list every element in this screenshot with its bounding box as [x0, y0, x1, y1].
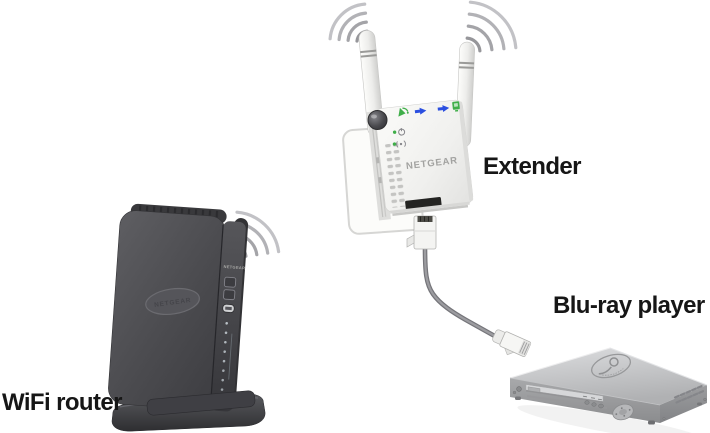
bluray-screw [512, 390, 517, 395]
ethernet-cable [422, 244, 503, 342]
label-wifi-router: WiFi router [2, 389, 122, 416]
bluray-dpad [612, 403, 634, 421]
bluray-logo [590, 353, 632, 379]
arrow-led-icon [437, 105, 450, 113]
router-stand-pedestal [146, 390, 256, 416]
client-link-led-icon [452, 101, 460, 112]
router-body: NETGEAR NETGEAR [108, 203, 249, 412]
ethernet-plug-extender [406, 215, 437, 250]
bluray-power-button [516, 386, 522, 392]
router-logo-oval: NETGEAR [145, 287, 200, 315]
ethernet-plug-bluray [492, 329, 532, 357]
extender-device: NETGEAR [328, 0, 518, 235]
router-button [223, 289, 236, 301]
extender-body: NETGEAR [366, 99, 474, 221]
antenna-joint [367, 110, 388, 130]
label-bluray-player: Blu-ray player [553, 292, 705, 319]
bluray-front-buttons [582, 395, 604, 409]
router-link-led-icon [398, 107, 409, 117]
bluray-foot [648, 420, 655, 425]
router-brand-text: NETGEAR [223, 264, 245, 270]
power-led [392, 127, 406, 136]
bluray-foot [515, 396, 521, 400]
router-led-strip [220, 321, 233, 391]
label-extender: Extender [483, 153, 582, 180]
bluray-foot [697, 402, 702, 406]
bluray-screw [662, 417, 666, 420]
bluray-vents [673, 385, 705, 404]
router-button [223, 276, 237, 288]
router-device: NETGEAR NETGEAR [108, 203, 281, 432]
extender-vents [384, 142, 408, 208]
bluray-screw [703, 397, 707, 402]
extender-led-panel [392, 101, 460, 148]
router-edge-strip [210, 221, 246, 412]
router-usb-port [222, 303, 235, 313]
bluray-display-window [527, 386, 541, 393]
wps-led [392, 140, 406, 148]
arrow-led-icon [414, 107, 427, 115]
bluray-device [509, 347, 708, 433]
wifi-waves-extender-right [465, 0, 518, 53]
